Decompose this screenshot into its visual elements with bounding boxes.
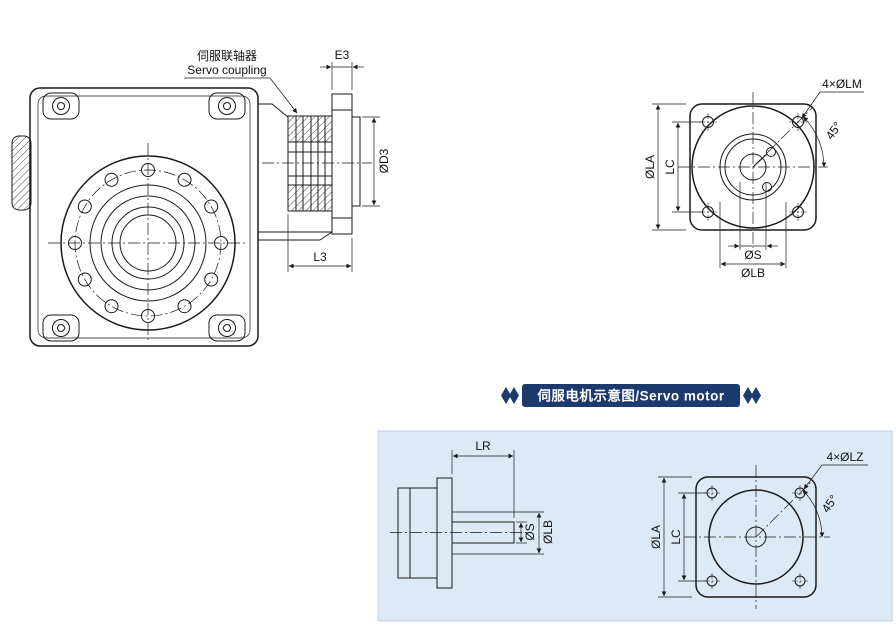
servo-motor-panel: LR ØS ØLB: [377, 430, 893, 622]
flange-corner-holes: [699, 113, 807, 221]
section-banner: 伺服电机示意图/Servo motor: [501, 384, 761, 407]
servo-coupling-label-en: Servo coupling: [187, 63, 266, 77]
dim-os-label: ØS: [744, 248, 761, 262]
dim-motor-olb-label: ØLB: [541, 520, 555, 544]
dim-motor-ola-label: ØLA: [649, 525, 663, 549]
dim-ola-label: ØLA: [643, 155, 657, 179]
banner-background: [522, 384, 740, 407]
dim-motor-os-label: ØS: [523, 523, 537, 540]
gearbox-dimensions: E3 ØD3 L3: [287, 48, 391, 272]
servo-coupling-callout: 伺服联轴器 Servo coupling: [184, 48, 298, 114]
dim-l3-label: L3: [313, 250, 327, 264]
dim-motor-lc-label: LC: [669, 529, 683, 545]
dim-lc-label: LC: [663, 159, 677, 175]
motor-side-view: LR ØS ØLB: [390, 439, 555, 589]
servo-coupling-label-cn: 伺服联轴器: [197, 48, 257, 63]
dim-4xolz-label: 4×ØLZ: [826, 450, 863, 464]
output-flange-circles: [48, 143, 248, 343]
dim-angle-45-label: 45°: [823, 119, 845, 142]
motor-corner-holes: [704, 485, 808, 589]
dim-e3-label: E3: [335, 48, 350, 62]
motor-panel-background: [377, 430, 893, 622]
output-flange-view: 45° 4×ØLM ØLA LC ØS ØLB: [643, 77, 864, 280]
motor-front-view: 45° 4×ØLZ ØLA LC: [649, 450, 868, 609]
dim-d3-label: ØD3: [377, 148, 391, 173]
banner-title: 伺服电机示意图/Servo motor: [536, 388, 725, 404]
output-shaft-section: [11, 135, 32, 211]
gearbox-front-view: 伺服联轴器 Servo coupling E3 ØD3 L3: [11, 48, 391, 347]
banner-decor-right: [743, 387, 753, 404]
mounting-pads: [42, 92, 246, 342]
dim-4xolm-label: 4×ØLM: [822, 77, 862, 91]
banner-decor-left: [501, 387, 511, 404]
input-housing: [258, 93, 372, 241]
dim-lr-label: LR: [475, 439, 491, 453]
dim-olb-label: ØLB: [741, 266, 765, 280]
